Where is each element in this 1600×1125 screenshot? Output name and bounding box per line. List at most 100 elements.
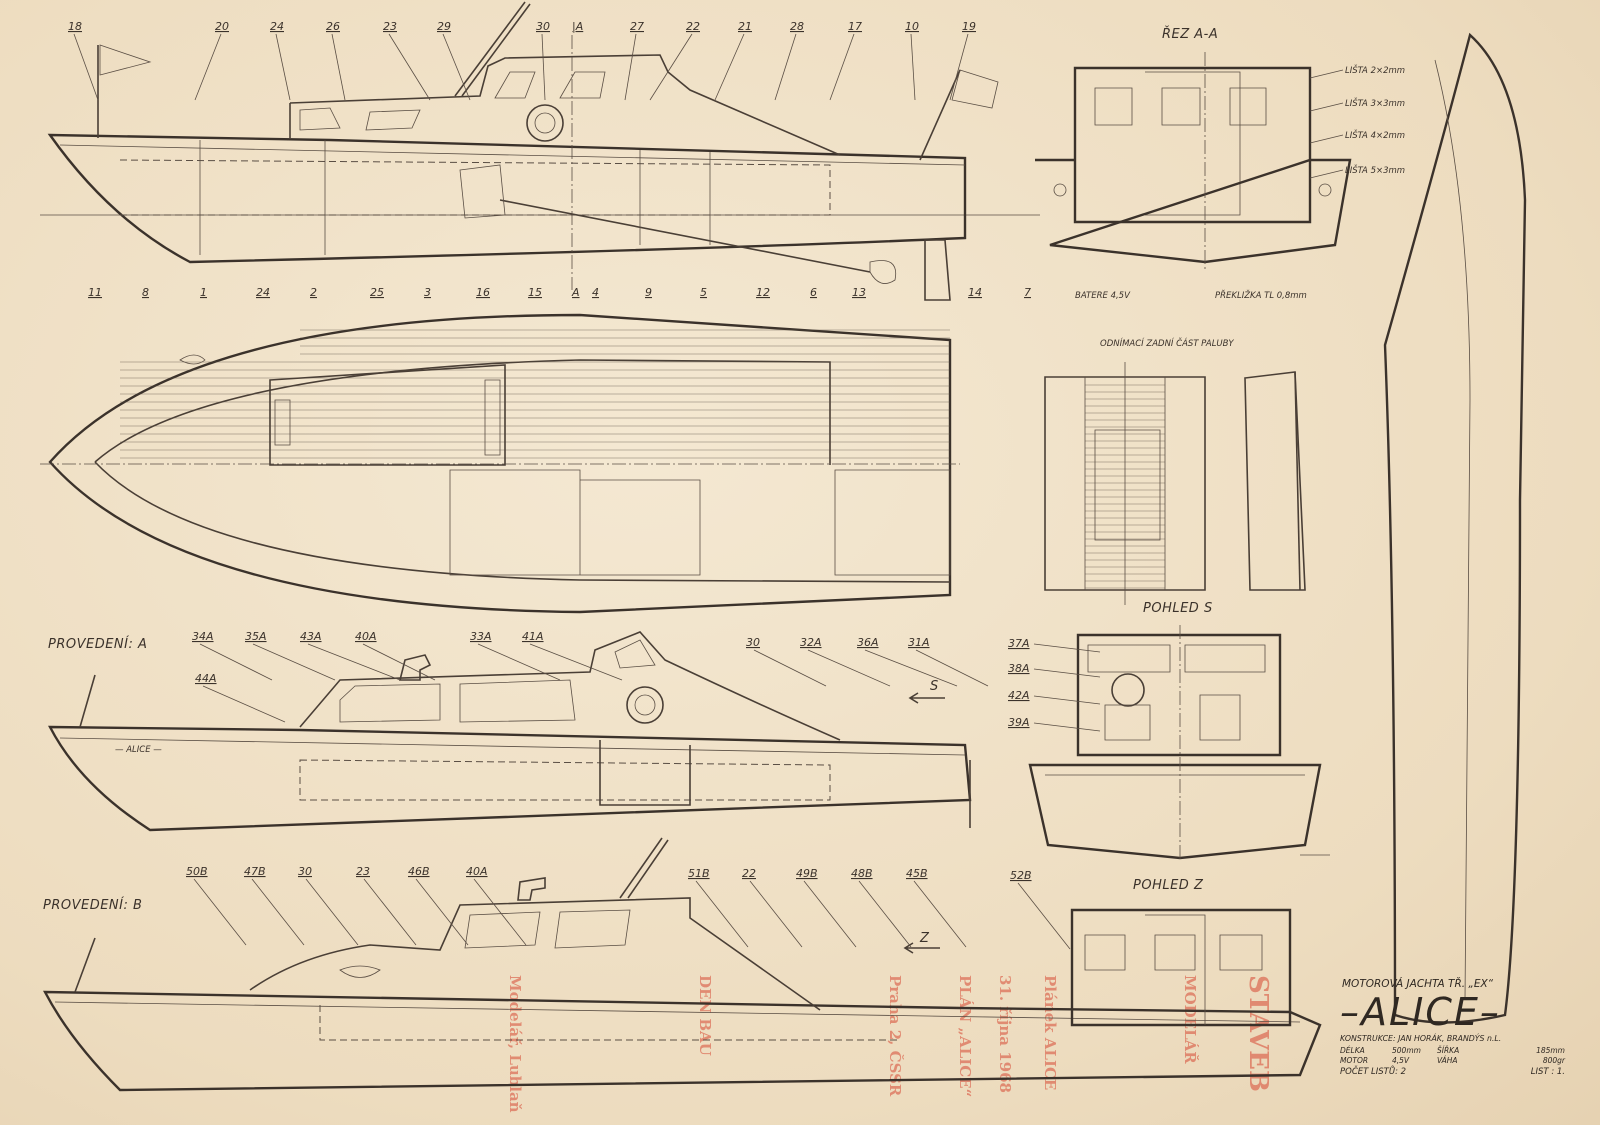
leader-line	[753, 649, 827, 687]
spec-length-value: 500mm	[1392, 1046, 1421, 1055]
bow-profile-inner	[1434, 59, 1471, 1001]
title-block: MOTOROVÁ JACHTA TŘ. „EX“ –ALICE– KONSTRU…	[1340, 978, 1565, 1077]
part-label: 13	[852, 286, 866, 299]
leader-line	[910, 33, 916, 101]
part-label: 30	[298, 865, 312, 878]
leader-line	[915, 649, 989, 687]
part-label: 46B	[408, 865, 430, 878]
part-label: 5	[700, 286, 707, 299]
spec-sheet-count: POČET LISTŮ: 2	[1340, 1067, 1407, 1077]
part-label: 28	[790, 20, 804, 33]
spec-width-label: ŠÍŘKA	[1437, 1046, 1460, 1055]
leader-line	[1309, 134, 1344, 144]
spec-width-value: 185mm	[1536, 1046, 1565, 1055]
leader-line	[858, 880, 912, 948]
leader-line	[363, 878, 417, 946]
part-label: 44A	[195, 672, 217, 685]
title-designer: KONSTRUKCE: JAN HORÁK, BRANDÝS n.L.	[1340, 1034, 1502, 1043]
part-label: 6	[810, 286, 817, 299]
part-label: 38A	[1008, 662, 1030, 675]
variant-b-title: PROVEDENÍ: B	[43, 897, 142, 913]
part-label: 25	[370, 286, 384, 299]
leader-line	[949, 33, 969, 101]
part-label: 32A	[800, 636, 822, 649]
leader-line	[331, 33, 346, 101]
spec-motor-label: MOTOR	[1340, 1056, 1369, 1065]
arrow-z-label: Z	[919, 931, 930, 946]
leader-line	[807, 649, 891, 687]
bleed-through-line: DEN BAU	[696, 975, 714, 1056]
spec-weight-label: VÁHA	[1437, 1056, 1458, 1065]
part-label: 40A	[466, 865, 488, 878]
part-label: 23	[383, 20, 397, 33]
leader-line	[1309, 102, 1344, 112]
section-note: BATERE 4,5V	[1075, 291, 1131, 301]
leader-line	[193, 878, 247, 946]
section-note: LIŠTA 3×3mm	[1345, 97, 1405, 109]
leader-line	[1033, 668, 1101, 678]
bow-profile-view	[1383, 32, 1527, 1024]
part-label: 26	[326, 20, 340, 33]
part-label: 41A	[522, 630, 544, 643]
removable-deck-title: ODNÍMACÍ ZADNÍ ČÁST PALUBY	[1100, 337, 1234, 349]
part-label: 45B	[906, 867, 928, 880]
part-label: 30	[536, 20, 550, 33]
spec-table: DÉLKA 500mm ŠÍŘKA 185mm MOTOR 4,5V VÁHA …	[1340, 1046, 1565, 1066]
view-s-title: POHLED S	[1143, 601, 1213, 616]
part-label: 47B	[244, 865, 266, 878]
leader-line	[252, 643, 336, 681]
arrow-s-icon	[908, 692, 945, 704]
view-s	[1028, 625, 1330, 862]
leader-line	[473, 878, 527, 946]
bleed-through-line: Plánek ALICE	[1041, 975, 1059, 1090]
part-label: 7	[1024, 286, 1031, 299]
section-a-a	[1035, 52, 1352, 272]
part-label: 37A	[1008, 637, 1030, 650]
part-label: 23	[356, 865, 370, 878]
part-label: 22	[742, 867, 756, 880]
bleed-through-line: Modelář, Lublaň	[506, 975, 524, 1113]
part-label: 11	[88, 286, 102, 299]
part-label: 22	[686, 20, 700, 33]
spec-sheet-number: LIST : 1.	[1530, 1067, 1565, 1077]
leader-line	[803, 880, 857, 948]
section-note: PŘEKLIŽKA TL 0,8mm	[1215, 289, 1307, 301]
part-label: 9	[645, 286, 652, 299]
section-note: LIŠTA 5×3mm	[1345, 164, 1405, 176]
part-label: 21	[738, 20, 752, 33]
part-label: 27	[630, 20, 644, 33]
leader-line	[1309, 69, 1344, 79]
bleed-through-line: STAVEB	[1243, 975, 1273, 1092]
leader-line	[529, 643, 623, 681]
arrow-z-icon	[903, 942, 940, 954]
title-name: –ALICE–	[1340, 990, 1501, 1034]
part-label: 1	[200, 286, 207, 299]
part-label: 35A	[245, 630, 267, 643]
arrow-s-label: S	[930, 679, 939, 694]
bleed-through-line: MODELÁŘ	[1181, 975, 1199, 1064]
leader-line	[864, 649, 958, 687]
part-label: 43A	[300, 630, 322, 643]
part-label: 39A	[1008, 716, 1030, 729]
part-label: 40A	[355, 630, 377, 643]
part-label: 24	[270, 20, 284, 33]
side-view	[40, 1, 1040, 301]
section-title: ŘEZ A-A	[1162, 26, 1218, 42]
leader-line	[307, 643, 401, 681]
spec-length-label: DÉLKA	[1340, 1046, 1365, 1055]
removable-deck-views	[1044, 362, 1306, 605]
part-label: 10	[905, 20, 919, 33]
part-label: 16	[476, 286, 490, 299]
part-label: 2	[310, 286, 317, 299]
part-label: 8	[142, 286, 149, 299]
leader-line	[202, 685, 286, 723]
leader-line	[714, 33, 745, 101]
leader-line	[477, 643, 561, 681]
leader-line	[649, 33, 693, 101]
leader-line	[749, 880, 803, 948]
spec-motor-value: 4,5V	[1392, 1056, 1410, 1065]
leader-line	[442, 33, 471, 101]
part-label: 24	[256, 286, 270, 299]
